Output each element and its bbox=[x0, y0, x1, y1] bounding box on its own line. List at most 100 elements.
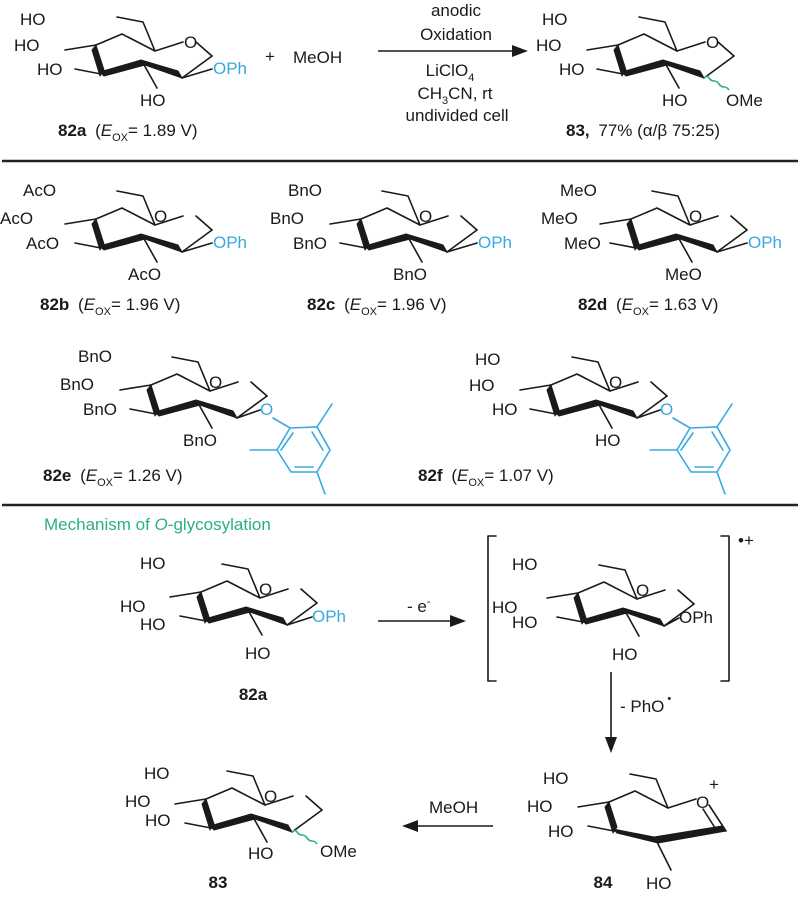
substituent-label: MeO bbox=[560, 181, 597, 200]
compound-82e: BnO BnO BnO BnO O O bbox=[60, 347, 333, 495]
caption-82d: 82d (EOX= 1.63 V) bbox=[578, 295, 718, 318]
substituent-label: HO bbox=[492, 400, 518, 419]
substituent-label: HO bbox=[145, 811, 171, 830]
mesityl-ring bbox=[649, 403, 733, 495]
substituent-label: BnO bbox=[83, 400, 117, 419]
mechanism-product-83: HO HO HO HO O OMe bbox=[125, 764, 357, 863]
substituent-label: HO bbox=[512, 555, 538, 574]
ring-oxygen: O bbox=[209, 373, 222, 392]
substituent-label: HO bbox=[140, 91, 166, 110]
substituent-label: AcO bbox=[26, 234, 59, 253]
wavy-bond bbox=[703, 75, 730, 91]
ring-oxygen: O bbox=[636, 581, 649, 600]
reaction-arrow bbox=[378, 45, 528, 57]
substituent-label: HO bbox=[662, 91, 688, 110]
mechanism-82a: HO HO HO HO O OPh bbox=[120, 554, 346, 663]
substituent-label: HO bbox=[20, 10, 46, 29]
radical-cation-intermediate: HO HO HO HO O OPh bbox=[492, 555, 713, 664]
substituent-label: HO bbox=[125, 792, 151, 811]
substituent-label: HO bbox=[144, 764, 170, 783]
substituent-label: BnO bbox=[183, 431, 217, 450]
substituent-label: HO bbox=[536, 36, 562, 55]
compound-82a: HO HO HO HO O OPh bbox=[14, 10, 247, 110]
mechanism-title: Mechanism of O-glycosylation bbox=[44, 515, 271, 534]
phenoxy-group: OPh bbox=[679, 608, 713, 627]
mechanism-label-83: 83 bbox=[209, 873, 228, 892]
wavy-bond bbox=[291, 829, 318, 845]
phenoxy-group: OPh bbox=[213, 59, 247, 78]
condition-oxidation: Oxidation bbox=[420, 25, 492, 44]
ring-oxygen: O bbox=[259, 580, 272, 599]
caption-82b: 82b (EOX= 1.96 V) bbox=[40, 295, 180, 318]
substituent-label: HO bbox=[512, 613, 538, 632]
methoxy-group: OMe bbox=[726, 91, 763, 110]
substituent-label: MeO bbox=[564, 234, 601, 253]
caption-82c: 82c (EOX= 1.96 V) bbox=[307, 295, 447, 318]
substituent-label: HO bbox=[37, 60, 63, 79]
substituent-label: MeO bbox=[665, 265, 702, 284]
ring-oxygen: O bbox=[419, 207, 432, 226]
substituent-label: BnO bbox=[78, 347, 112, 366]
substituent-label: BnO bbox=[393, 265, 427, 284]
ring-oxygen: O bbox=[154, 207, 167, 226]
compound-82b: AcO AcO AcO AcO O OPh bbox=[0, 181, 247, 284]
ring-oxygen: O bbox=[696, 793, 709, 812]
step2-label: - PhO• bbox=[620, 693, 671, 716]
mechanism-label-84: 84 bbox=[594, 873, 613, 892]
compound-82c: BnO BnO BnO BnO O OPh bbox=[270, 181, 512, 284]
substituent-label: HO bbox=[140, 554, 166, 573]
ring-oxygen: O bbox=[706, 33, 719, 52]
aryl-ether-oxygen: O bbox=[260, 400, 273, 419]
substituent-label: HO bbox=[595, 431, 621, 450]
substituent-label: HO bbox=[245, 644, 271, 663]
ring-oxygen: O bbox=[184, 33, 197, 52]
substituent-label: HO bbox=[559, 60, 585, 79]
substituent-label: BnO bbox=[293, 234, 327, 253]
ring-oxygen: O bbox=[264, 787, 277, 806]
phenoxy-group: OPh bbox=[748, 233, 782, 252]
substituent-label: HO bbox=[248, 844, 274, 863]
substituent-label: HO bbox=[469, 376, 495, 395]
plus-sign: + bbox=[265, 47, 275, 66]
substituent-label: AcO bbox=[23, 181, 56, 200]
step3-arrow bbox=[402, 820, 493, 832]
substituent-label: HO bbox=[14, 36, 40, 55]
substituent-label: BnO bbox=[270, 209, 304, 228]
substituent-label: HO bbox=[527, 797, 553, 816]
substituent-label: HO bbox=[120, 597, 146, 616]
phenoxy-group: OPh bbox=[312, 607, 346, 626]
substituent-label: BnO bbox=[288, 181, 322, 200]
substituent-label: HO bbox=[646, 874, 672, 893]
substituent-label: BnO bbox=[60, 375, 94, 394]
oxocarbenium-84: HO HO HO HO O + bbox=[527, 769, 727, 893]
substituent-label: HO bbox=[492, 598, 518, 617]
ring-oxygen: O bbox=[689, 207, 702, 226]
compound-83: HO HO HO HO O OMe bbox=[536, 10, 763, 110]
mechanism-label-82a: 82a bbox=[239, 685, 268, 704]
phenoxy-group: OPh bbox=[213, 233, 247, 252]
substituent-label: HO bbox=[543, 769, 569, 788]
substituent-label: HO bbox=[612, 645, 638, 664]
mesityl-ring bbox=[249, 403, 333, 495]
substituent-label: HO bbox=[548, 822, 574, 841]
radical-cation-bracket bbox=[487, 535, 730, 682]
reagent-methanol: MeOH bbox=[293, 48, 342, 67]
product-caption: 83, 77% (α/β 75:25) bbox=[566, 121, 720, 140]
substituent-label: AcO bbox=[0, 209, 33, 228]
compound-82f: HO HO HO HO O O bbox=[469, 350, 733, 495]
condition-anodic: anodic bbox=[431, 1, 482, 20]
ring-oxygen: O bbox=[609, 373, 622, 392]
substrate-caption: 82a (EOX= 1.89 V) bbox=[58, 121, 198, 144]
step2-arrow bbox=[605, 672, 617, 753]
caption-82f: 82f (EOX= 1.07 V) bbox=[418, 466, 554, 489]
substituent-label: HO bbox=[542, 10, 568, 29]
caption-82e: 82e (EOX= 1.26 V) bbox=[43, 466, 183, 489]
phenoxy-group: OPh bbox=[478, 233, 512, 252]
substituent-label: MeO bbox=[541, 209, 578, 228]
substituent-label: HO bbox=[475, 350, 501, 369]
positive-charge: + bbox=[709, 775, 719, 794]
step1-arrow bbox=[378, 615, 466, 627]
radical-cation-charge: •+ bbox=[738, 531, 754, 550]
condition-cell: undivided cell bbox=[405, 106, 508, 125]
